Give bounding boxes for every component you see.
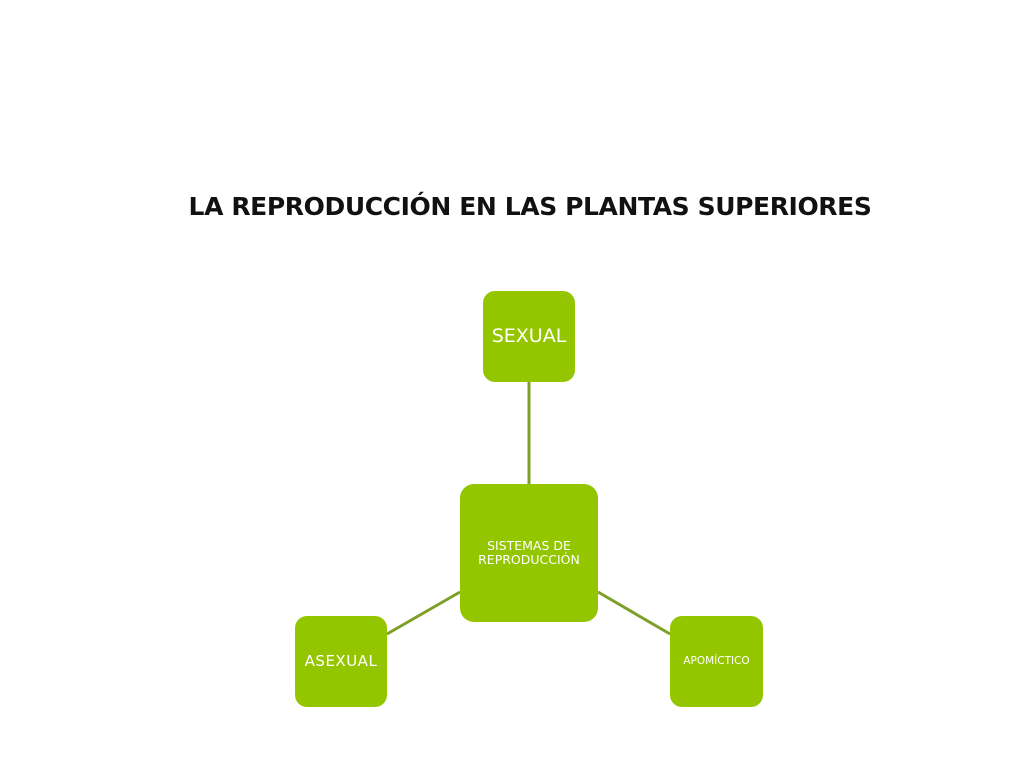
slide-title: LA REPRODUCCIÓN EN LAS PLANTAS SUPERIORE… <box>188 192 872 221</box>
connector-center-asexual <box>386 590 461 636</box>
node-apomictico: APOMÍCTICO <box>670 616 763 707</box>
node-sexual: SEXUAL <box>483 291 575 382</box>
node-sistemas-de-reproduccion: SISTEMAS DE REPRODUCCIÓN <box>460 484 598 622</box>
node-apomictico-label: APOMÍCTICO <box>683 655 750 668</box>
node-asexual-label: ASEXUAL <box>304 651 378 670</box>
node-sexual-label: SEXUAL <box>491 324 567 347</box>
node-center-label: SISTEMAS DE REPRODUCCIÓN <box>478 537 580 567</box>
connector-center-apomictico <box>597 590 671 636</box>
node-asexual: ASEXUAL <box>295 616 387 707</box>
